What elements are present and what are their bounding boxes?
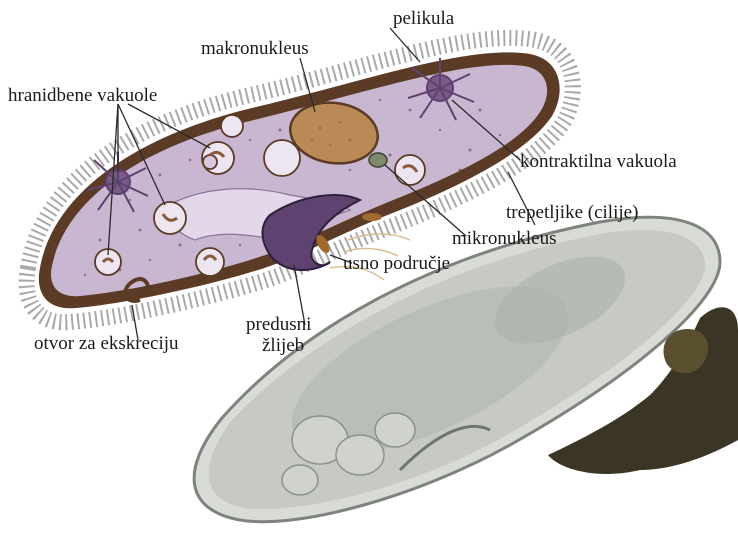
label-pelicle: pelikula <box>393 9 454 29</box>
label-macronucleus: makronukleus <box>201 39 309 59</box>
label-oral-groove-line2: žlijeb <box>262 336 304 356</box>
label-micronucleus: mikronukleus <box>452 229 557 249</box>
label-oral-groove-line1: predusni <box>246 315 311 335</box>
label-contractile-vacuole: kontraktilna vakuola <box>520 152 677 172</box>
label-oral-area: usno područje <box>343 254 450 274</box>
label-cilia: trepetljike (cilije) <box>506 203 638 223</box>
label-food-vacuoles: hranidbene vakuole <box>8 86 157 106</box>
label-excretory-pore: otvor za ekskreciju <box>34 334 179 354</box>
